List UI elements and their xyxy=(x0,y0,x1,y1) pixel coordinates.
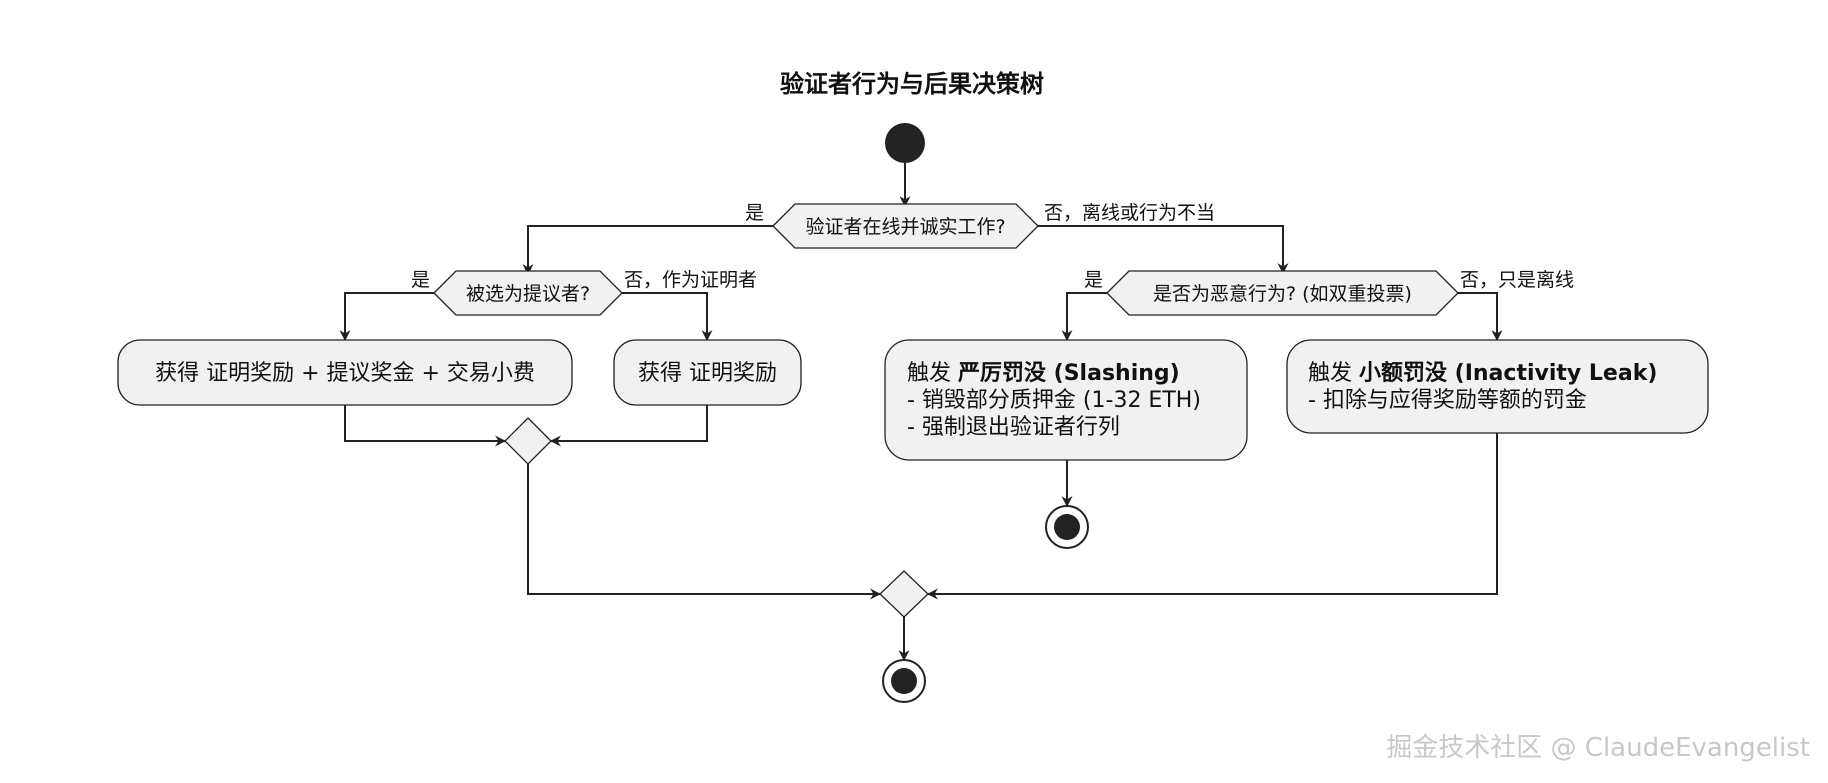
decision-proposer: 被选为提议者? 是 否，作为证明者 xyxy=(411,269,757,316)
decision-malicious-label: 是否为恶意行为? (如双重投票) xyxy=(1153,283,1412,305)
action-slashing-line1: 触发 严厉罚没 (Slashing) xyxy=(907,361,1180,386)
action-inactivity-line1: 触发 小额罚没 (Inactivity Leak) xyxy=(1308,361,1657,386)
edge-inactivity-to-final xyxy=(926,433,1498,600)
decision-online: 验证者在线并诚实工作? 是 否，离线或行为不当 xyxy=(745,202,1215,249)
edge-malicious-no xyxy=(1458,292,1503,342)
action-proposer-reward: 获得 证明奖励 + 提议奖金 + 交易小费 xyxy=(117,339,573,406)
action-slashing-title: 严厉罚没 (Slashing) xyxy=(958,361,1180,386)
action-inactivity-prefix: 触发 xyxy=(1308,361,1359,386)
edge-attester-reward-merge xyxy=(549,405,708,447)
action-inactivity-title: 小额罚没 (Inactivity Leak) xyxy=(1359,361,1657,386)
decision-proposer-yes-label: 是 xyxy=(411,269,430,291)
end-node-slashing xyxy=(1045,505,1089,549)
action-inactivity-box xyxy=(1286,339,1709,434)
action-attester-reward-prefix: 获得 xyxy=(638,361,689,386)
action-proposer-reward-prefix: 获得 xyxy=(155,361,206,386)
edge-online-yes xyxy=(522,225,773,276)
decision-proposer-shape xyxy=(433,270,623,316)
action-attester-reward: 获得 证明奖励 xyxy=(613,339,802,406)
action-slashing-line3: - 强制退出验证者行列 xyxy=(907,415,1120,440)
action-slashing-prefix: 触发 xyxy=(907,361,958,386)
action-proposer-reward-text: 证明奖励 + 提议奖金 + 交易小费 xyxy=(206,361,535,386)
diagram-title: 验证者行为与后果决策树 xyxy=(780,70,1044,98)
merge-node-rewards xyxy=(504,417,552,465)
edge-proposer-reward-merge xyxy=(344,405,507,447)
decision-proposer-label: 被选为提议者? xyxy=(466,283,590,305)
action-proposer-reward-label: 获得 证明奖励 + 提议奖金 + 交易小费 xyxy=(155,361,535,386)
action-attester-reward-text: 证明奖励 xyxy=(689,361,777,386)
merge-node-final xyxy=(879,570,929,618)
edge-merge-to-final xyxy=(527,464,882,600)
start-node xyxy=(885,123,925,163)
action-slashing-box xyxy=(884,339,1248,461)
decision-malicious-yes-label: 是 xyxy=(1084,269,1103,291)
edge-proposer-no xyxy=(622,292,713,342)
action-attester-reward-label: 获得 证明奖励 xyxy=(638,361,777,386)
action-inactivity-line2: - 扣除与应得奖励等额的罚金 xyxy=(1308,388,1587,413)
edge-proposer-yes xyxy=(339,292,434,342)
action-slashing-line2: - 销毁部分质押金 (1-32 ETH) xyxy=(907,388,1201,413)
edge-online-no xyxy=(1038,225,1289,275)
decision-malicious-shape xyxy=(1106,270,1459,316)
action-slashing: 触发 严厉罚没 (Slashing) - 销毁部分质押金 (1-32 ETH) … xyxy=(884,339,1248,461)
action-attester-reward-box xyxy=(613,339,802,406)
edges xyxy=(339,163,1503,662)
action-inactivity: 触发 小额罚没 (Inactivity Leak) - 扣除与应得奖励等额的罚金 xyxy=(1286,339,1709,434)
edge-malicious-yes xyxy=(1061,292,1107,342)
decision-malicious: 是否为恶意行为? (如双重投票) 是 否，只是离线 xyxy=(1084,269,1574,316)
decision-online-yes-label: 是 xyxy=(745,202,764,224)
decision-malicious-no-label: 否，只是离线 xyxy=(1460,269,1574,291)
action-proposer-reward-box xyxy=(117,339,573,406)
decision-online-shape xyxy=(772,203,1039,249)
watermark: 掘金技术社区 @ ClaudeEvangelist xyxy=(1386,733,1810,763)
end-node-final xyxy=(882,659,926,703)
decision-proposer-no-label: 否，作为证明者 xyxy=(624,269,757,291)
decision-online-no-label: 否，离线或行为不当 xyxy=(1044,202,1215,224)
decision-online-label: 验证者在线并诚实工作? xyxy=(805,216,1005,238)
